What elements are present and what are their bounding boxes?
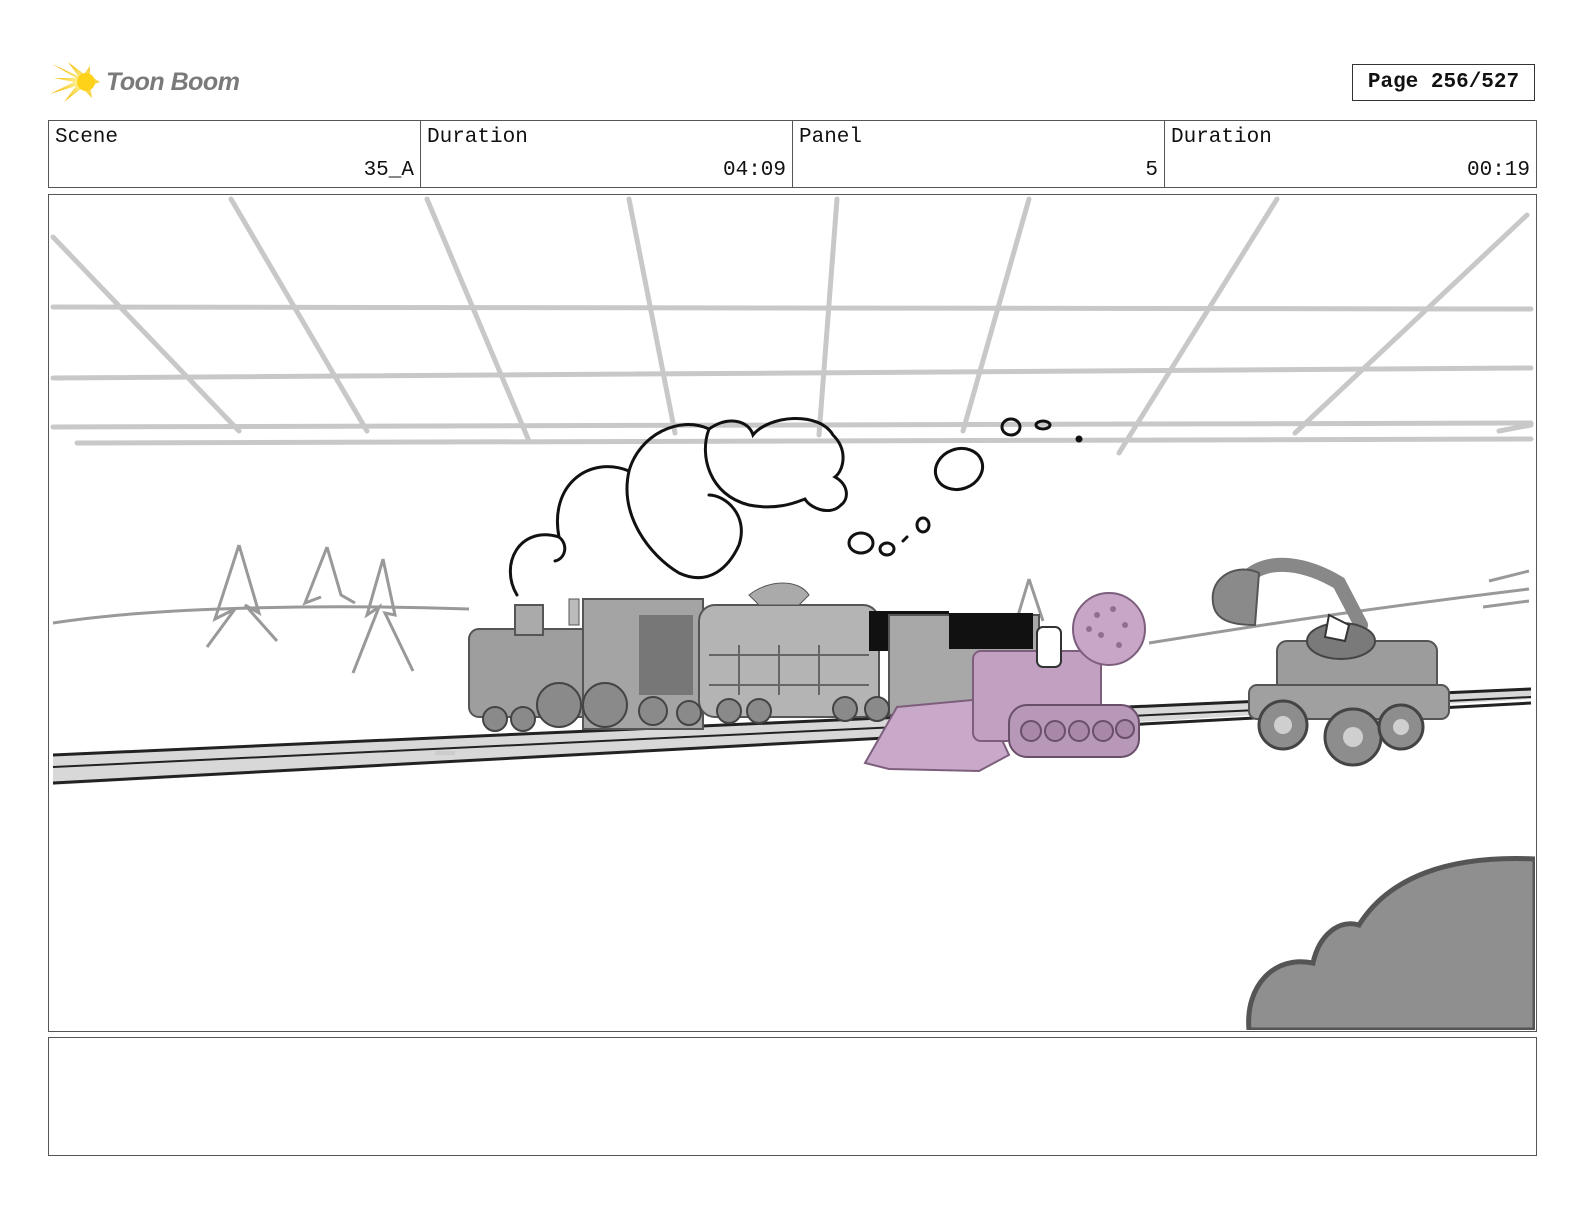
steam-train-model bbox=[435, 582, 1040, 755]
panel-value: 5 bbox=[1145, 159, 1158, 182]
panel-notes-box bbox=[48, 1037, 1537, 1156]
page-label: Page 256/527 bbox=[1367, 71, 1520, 94]
logo-text: Toon Boom bbox=[106, 67, 240, 96]
toon-boom-star-icon bbox=[50, 62, 100, 102]
scene-duration-value: 04:09 bbox=[722, 159, 786, 182]
panel-cell: Panel 5 bbox=[793, 121, 1165, 187]
excavator-model bbox=[1211, 557, 1450, 767]
storyboard-panel-image bbox=[48, 194, 1537, 1032]
panel-label: Panel bbox=[799, 126, 863, 149]
page-counter: Page 256/527 bbox=[1352, 64, 1535, 101]
panel-duration-label: Duration bbox=[1171, 126, 1272, 149]
pink-bulldozer-model bbox=[863, 592, 1146, 773]
scene-duration-cell: Duration 04:09 bbox=[421, 121, 793, 187]
scene-duration-label: Duration bbox=[427, 126, 528, 149]
scene-value: 35_A bbox=[363, 159, 414, 182]
panel-duration-value: 00:19 bbox=[1466, 159, 1530, 182]
background-hills bbox=[52, 569, 1530, 645]
background-trees bbox=[205, 544, 1045, 674]
scene-info-header: Scene 35_A Duration 04:09 Panel 5 Durati… bbox=[48, 120, 1537, 188]
ceiling-grid bbox=[50, 196, 1534, 456]
smoke-cloud bbox=[508, 417, 1083, 597]
scene-label: Scene bbox=[55, 126, 119, 149]
panel-duration-cell: Duration 00:19 bbox=[1165, 121, 1536, 187]
foreground-bush bbox=[1246, 856, 1535, 1030]
toon-boom-logo: Toon Boom bbox=[50, 56, 240, 108]
scene-cell: Scene 35_A bbox=[49, 121, 421, 187]
storyboard-drawing bbox=[50, 196, 1535, 1030]
